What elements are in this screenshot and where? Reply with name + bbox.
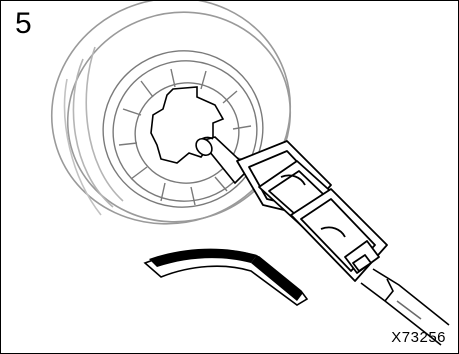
rotation-arrow bbox=[145, 249, 307, 305]
figure-code: X73256 bbox=[391, 330, 446, 345]
